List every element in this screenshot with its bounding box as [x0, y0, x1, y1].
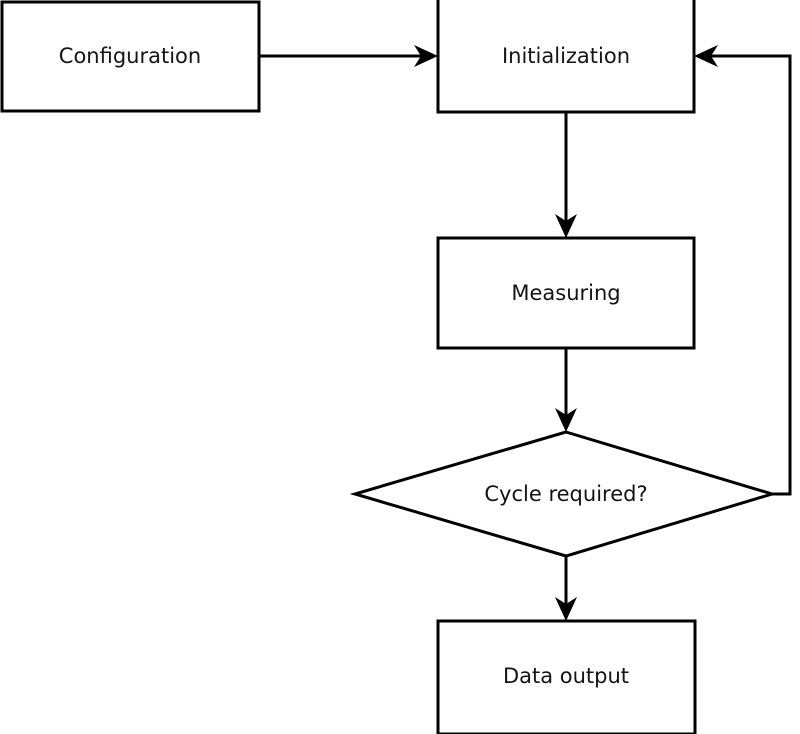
node-initialization-shape[interactable]	[436, 0, 696, 114]
edge-line-feedback-loop	[702, 54, 792, 496]
node-configuration-label: Configuration	[59, 44, 201, 68]
arrowhead-right-into-initialization	[414, 45, 438, 67]
node-data-output-label: Data output	[503, 664, 629, 688]
connector-layer	[259, 45, 792, 621]
node-measuring-shape[interactable]	[436, 236, 696, 350]
edge-configuration-to-initialization	[259, 45, 438, 67]
node-data-output[interactable]: Data output	[436, 619, 697, 734]
node-cycle-required[interactable]: Cycle required?	[349, 430, 778, 558]
node-layer: Configuration Initialization Measuring C…	[0, 0, 778, 734]
node-configuration-shape[interactable]	[0, 0, 261, 113]
edge-cycle-required-to-data-output	[555, 556, 577, 621]
node-cycle-required-shape[interactable]	[349, 430, 778, 558]
edge-measuring-to-cycle-required	[555, 348, 577, 432]
node-measuring[interactable]: Measuring	[436, 236, 696, 350]
edge-cycle-required-to-initialization-feedback	[694, 45, 792, 496]
node-initialization[interactable]: Initialization	[436, 0, 696, 114]
node-measuring-label: Measuring	[511, 281, 620, 305]
node-initialization-label: Initialization	[502, 44, 630, 68]
arrowhead-down-into-cycle-required	[555, 408, 577, 432]
node-cycle-required-label: Cycle required?	[484, 482, 647, 506]
arrowhead-down-into-measuring	[555, 214, 577, 238]
arrowhead-left-into-initialization	[694, 45, 718, 67]
node-configuration[interactable]: Configuration	[0, 0, 261, 113]
node-data-output-shape[interactable]	[436, 619, 697, 734]
edge-initialization-to-measuring	[555, 112, 577, 238]
arrowhead-down-into-data-output	[555, 597, 577, 621]
